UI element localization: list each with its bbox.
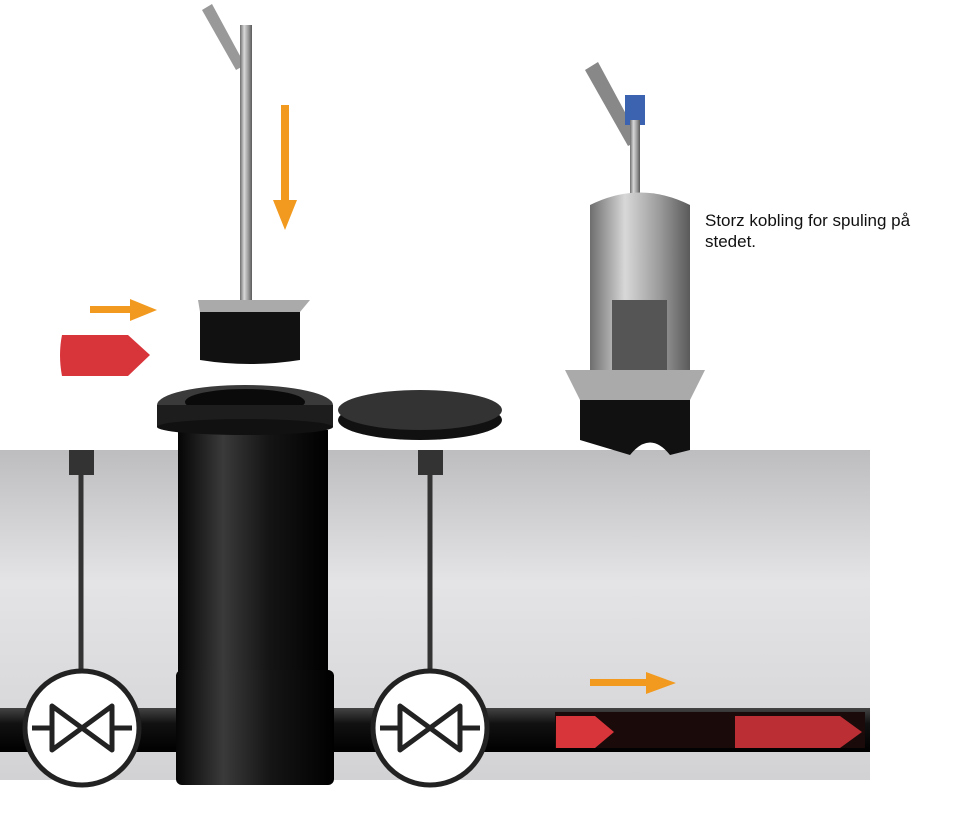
caption-line-1: Storz kobling for spuling på [705, 211, 911, 230]
valve-symbol-icon [370, 668, 490, 788]
caption-line-2: stedet. [705, 232, 757, 251]
valve-symbol-icon [22, 668, 142, 788]
cleaning-pig [60, 335, 150, 376]
storz-coupling-device [565, 62, 705, 455]
launch-column [157, 385, 334, 785]
caption: Storz kobling for spuling på stedet. [705, 210, 965, 252]
valve-signal-lines [78, 470, 433, 672]
flow-arrow-icon [90, 105, 676, 694]
cover-plate [338, 390, 502, 440]
pig-in-pipe [556, 716, 862, 748]
pig-launcher-rod [198, 4, 310, 364]
